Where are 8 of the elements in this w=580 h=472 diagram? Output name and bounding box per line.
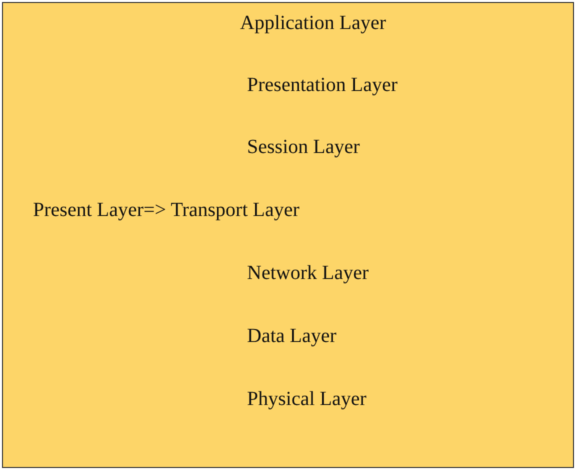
layer-label: Present Layer=> Transport Layer	[33, 198, 300, 222]
layer-label: Application Layer	[240, 11, 386, 35]
layer-panel	[2, 2, 574, 468]
layer-label: Session Layer	[247, 135, 360, 159]
layer-label: Network Layer	[247, 261, 369, 285]
layer-label: Data Layer	[247, 324, 336, 348]
layer-label: Presentation Layer	[247, 73, 398, 97]
layer-label: Physical Layer	[247, 387, 366, 411]
